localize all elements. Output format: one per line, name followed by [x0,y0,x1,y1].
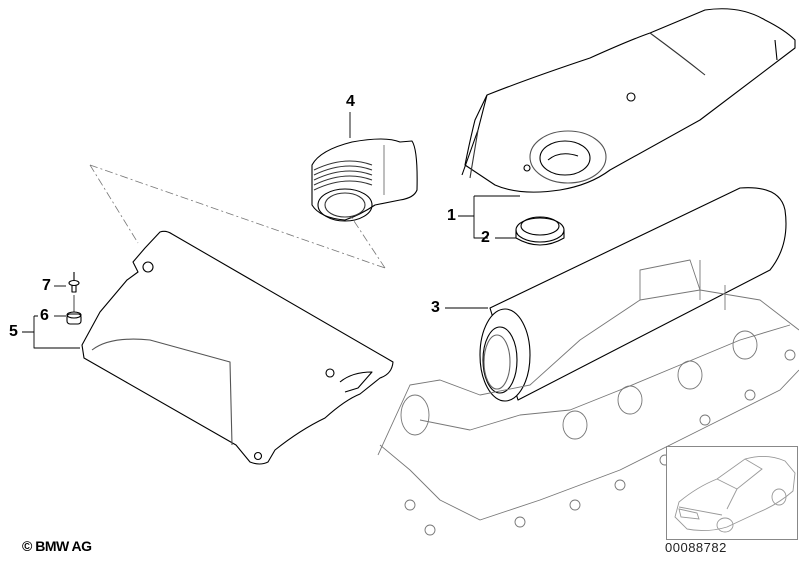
guide-lines [89,164,386,269]
intake-silencer-upper-housing [461,8,796,193]
callout-7[interactable]: 7 [42,277,51,294]
leader-lines [22,112,520,349]
callout-2[interactable]: 2 [481,229,490,246]
intake-bellows-drawing [311,138,418,222]
callout-3[interactable]: 3 [431,299,440,316]
engine-cover-shield [81,230,394,465]
callout-6[interactable]: 6 [40,307,49,324]
callout-4[interactable]: 4 [346,93,355,110]
air-filter-element-drawing [479,187,787,402]
callout-5[interactable]: 5 [9,323,18,340]
mounting-hardware [66,272,82,325]
cylinder-head-cover [377,259,799,536]
sealing-ring-drawing [515,216,565,246]
copyright-notice: © BMW AG [22,538,92,554]
callout-1[interactable]: 1 [447,207,456,224]
vehicle-thumbnail [666,446,798,540]
document-number: 00088782 [665,540,727,555]
car-outline-icon [674,456,796,533]
